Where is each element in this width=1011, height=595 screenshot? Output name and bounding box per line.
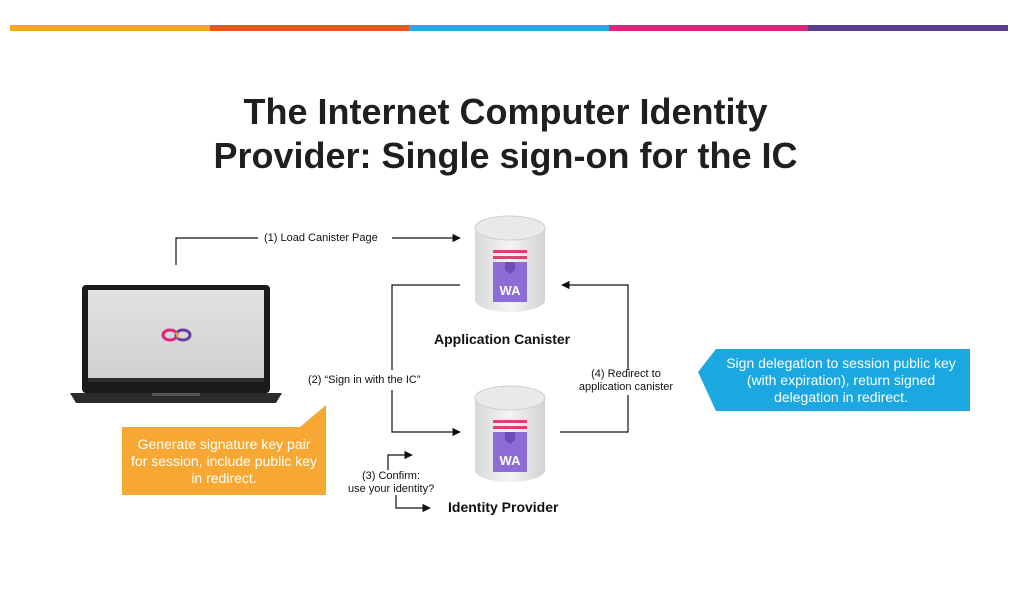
title-line-1: The Internet Computer Identity [243,91,768,132]
identity-provider-badge: WA [500,453,522,468]
blue-callout-line2: (with expiration), return signed [746,372,936,388]
blue-callout [698,349,970,411]
application-canister-icon [474,215,546,312]
step4-label-line2: application canister [578,381,674,393]
orange-callout-line3: in redirect. [191,470,257,486]
step3-label: (3) Confirm: use your identity? [348,470,434,496]
arrow-step1 [175,233,461,265]
orange-callout-line1: Generate signature key pair [137,436,311,452]
laptop-icon [70,285,282,403]
arrow-step2 [391,284,461,437]
arrow-step4 [560,280,629,433]
identity-provider-label: Identity Provider [448,499,559,515]
orange-callout-text: Generate signature key pair for session,… [122,436,326,487]
color-accent-bar [10,25,1008,31]
accent-segment-orange [10,25,210,31]
step1-label: (1) Load Canister Page [264,232,378,244]
blue-callout-line3: delegation in redirect. [774,389,908,405]
orange-callout [122,405,326,495]
accent-segment-red [209,25,410,31]
app-canister-badge: WA [500,283,522,298]
accent-segment-pink [608,25,809,31]
accent-segment-purple [808,25,1008,31]
step3-label-line1: (3) Confirm: [361,470,421,482]
identity-provider-icon [474,385,546,482]
application-canister-label: Application Canister [434,331,571,347]
orange-callout-line2: for session, include public key [131,453,317,469]
step4-label: (4) Redirect to application canister [570,368,682,394]
slide-title: The Internet Computer Identity Provider:… [0,90,1011,178]
arrow-step3 [387,450,431,513]
blue-callout-line1: Sign delegation to session public key [726,355,956,371]
blue-callout-text: Sign delegation to session public key (w… [710,355,972,406]
step3-label-line2: use your identity? [348,483,435,495]
title-line-2: Provider: Single sign-on for the IC [213,135,798,176]
step4-label-line1: (4) Redirect to [591,368,661,380]
infinity-logo-icon [161,328,192,342]
accent-segment-blue [409,25,609,31]
step2-label: (2) “Sign in with the IC” [308,374,421,386]
